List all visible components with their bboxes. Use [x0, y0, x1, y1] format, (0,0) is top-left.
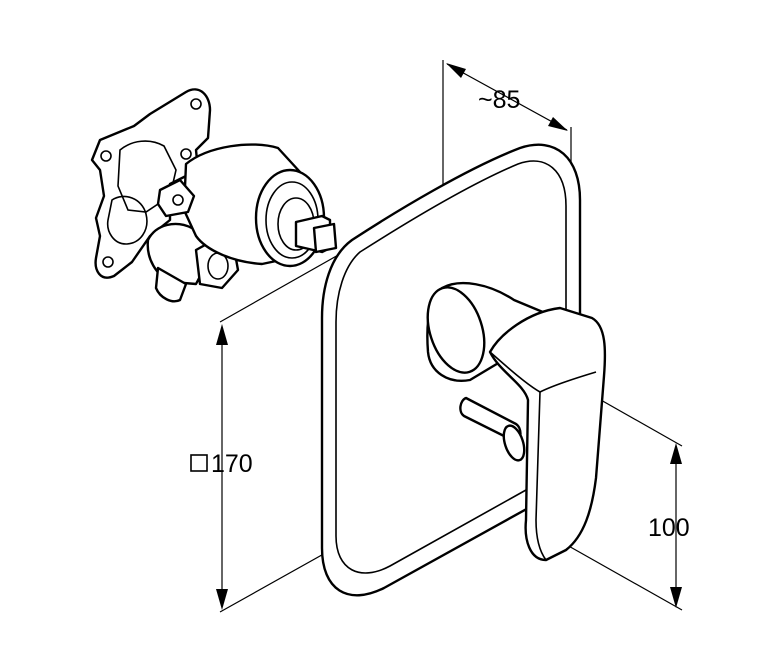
outlet-extension-line-bottom [557, 539, 683, 611]
diverter-knob-cap [502, 424, 526, 462]
lever-handle-edge [489, 351, 597, 393]
mounting-hole-top-right [190, 98, 202, 110]
outlet-arrowhead-bottom [670, 587, 682, 608]
spindle-tip [312, 222, 338, 254]
plate-size-label: 170 [211, 450, 253, 478]
side-valve-hole [172, 194, 184, 206]
mounting-hole-left-top [100, 150, 112, 162]
concealed-valve-body [90, 88, 338, 303]
outlet-arrowhead-top [670, 443, 682, 464]
plate-arrowhead-top [216, 324, 228, 345]
casting-web [117, 140, 177, 213]
mounting-hole-bottom-left [102, 256, 114, 268]
plate-arrowhead-bottom [216, 589, 228, 610]
mixer-cover-plate [320, 143, 607, 597]
square-symbol-icon [190, 454, 208, 472]
depth-arrowhead-right [548, 117, 568, 131]
lever-handle-front [535, 391, 547, 561]
casting-port-left [106, 195, 148, 245]
outlet-label: 100 [648, 514, 690, 542]
depth-arrowhead-left [446, 63, 466, 78]
mounting-hole-mid [180, 148, 192, 160]
lever-handle [488, 306, 607, 562]
outlet-lower-pipe [154, 266, 188, 303]
depth-label: ~85 [478, 86, 520, 114]
depth-dimension-line [446, 63, 568, 131]
side-valve [156, 178, 196, 218]
lever-cylinder-face [426, 286, 486, 374]
